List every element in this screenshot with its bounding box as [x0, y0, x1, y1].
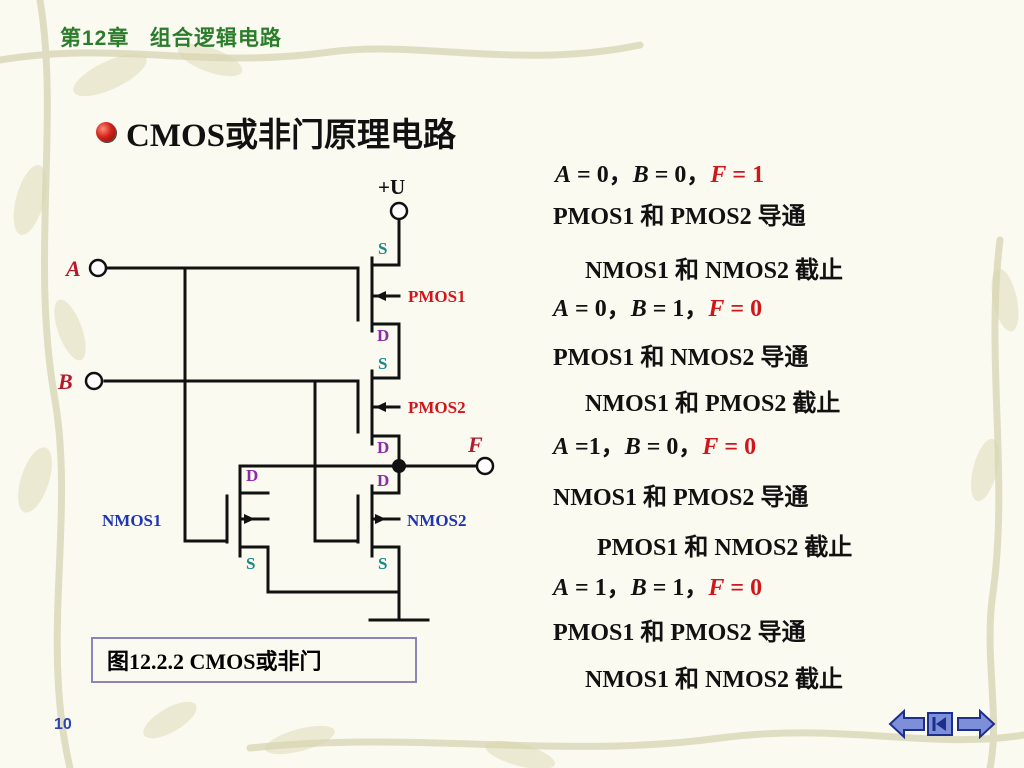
- prev-arrow-icon[interactable]: [888, 708, 925, 740]
- nmos2-drain-label: D: [377, 471, 389, 490]
- case-4-on: PMOS1 和 PMOS2 导通: [553, 620, 806, 646]
- pmos1-label: PMOS1: [408, 287, 466, 306]
- output-node-dot: [392, 459, 406, 473]
- slide-title-row: CMOS或非门原理电路: [96, 108, 456, 156]
- chapter-header: 第12章 组合逻辑电路: [60, 22, 282, 52]
- nmos1-source-label: S: [246, 554, 255, 573]
- case-2-condition: A = 0，B = 1，F = 0: [553, 296, 763, 322]
- output-label: F: [467, 432, 483, 457]
- input-a-label: A: [64, 256, 81, 281]
- input-b-label: B: [57, 369, 73, 394]
- case-1-on: PMOS1 和 PMOS2 导通: [553, 204, 806, 230]
- chapter-title: 组合逻辑电路: [149, 27, 282, 50]
- slide-navigation: [888, 708, 996, 740]
- input-b-terminal: [84, 371, 104, 391]
- nmos1-drain-label: D: [246, 466, 258, 485]
- case-1-off: NMOS1 和 NMOS2 截止: [585, 258, 843, 284]
- next-arrow-icon[interactable]: [957, 708, 996, 740]
- input-a-terminal: [88, 258, 108, 278]
- nmos2-label: NMOS2: [407, 511, 467, 530]
- case-4-condition: A = 1，B = 1，F = 0: [553, 575, 763, 601]
- supply-terminal: [389, 201, 409, 221]
- pmos2-source-label: S: [378, 354, 387, 373]
- case-2-off: NMOS1 和 PMOS2 截止: [585, 391, 841, 417]
- bullet-icon: [96, 122, 116, 142]
- chapter-number: 第12章: [60, 27, 130, 50]
- case-2-on: PMOS1 和 NMOS2 导通: [553, 345, 809, 371]
- pmos1-drain-label: D: [377, 326, 389, 345]
- case-4-off: NMOS1 和 NMOS2 截止: [585, 667, 843, 693]
- slide-title: CMOS或非门原理电路: [126, 118, 456, 154]
- case-3-condition: A =1，B = 0，F = 0: [553, 434, 757, 460]
- nmos1-label: NMOS1: [102, 511, 162, 530]
- first-page-icon[interactable]: [927, 712, 953, 736]
- figure-caption: 图12.2.2 CMOS或非门: [91, 637, 417, 683]
- case-1-condition: A = 0，B = 0，F = 1: [555, 162, 765, 188]
- pmos1-source-label: S: [378, 239, 387, 258]
- output-terminal: [475, 456, 495, 476]
- nmos2-source-label: S: [378, 554, 387, 573]
- pmos2-label: PMOS2: [408, 398, 466, 417]
- pmos2-drain-label: D: [377, 438, 389, 457]
- supply-label: +U: [378, 175, 405, 199]
- case-3-off: PMOS1 和 NMOS2 截止: [597, 535, 853, 561]
- page-number: 10: [54, 716, 72, 733]
- case-3-on: NMOS1 和 PMOS2 导通: [553, 485, 809, 511]
